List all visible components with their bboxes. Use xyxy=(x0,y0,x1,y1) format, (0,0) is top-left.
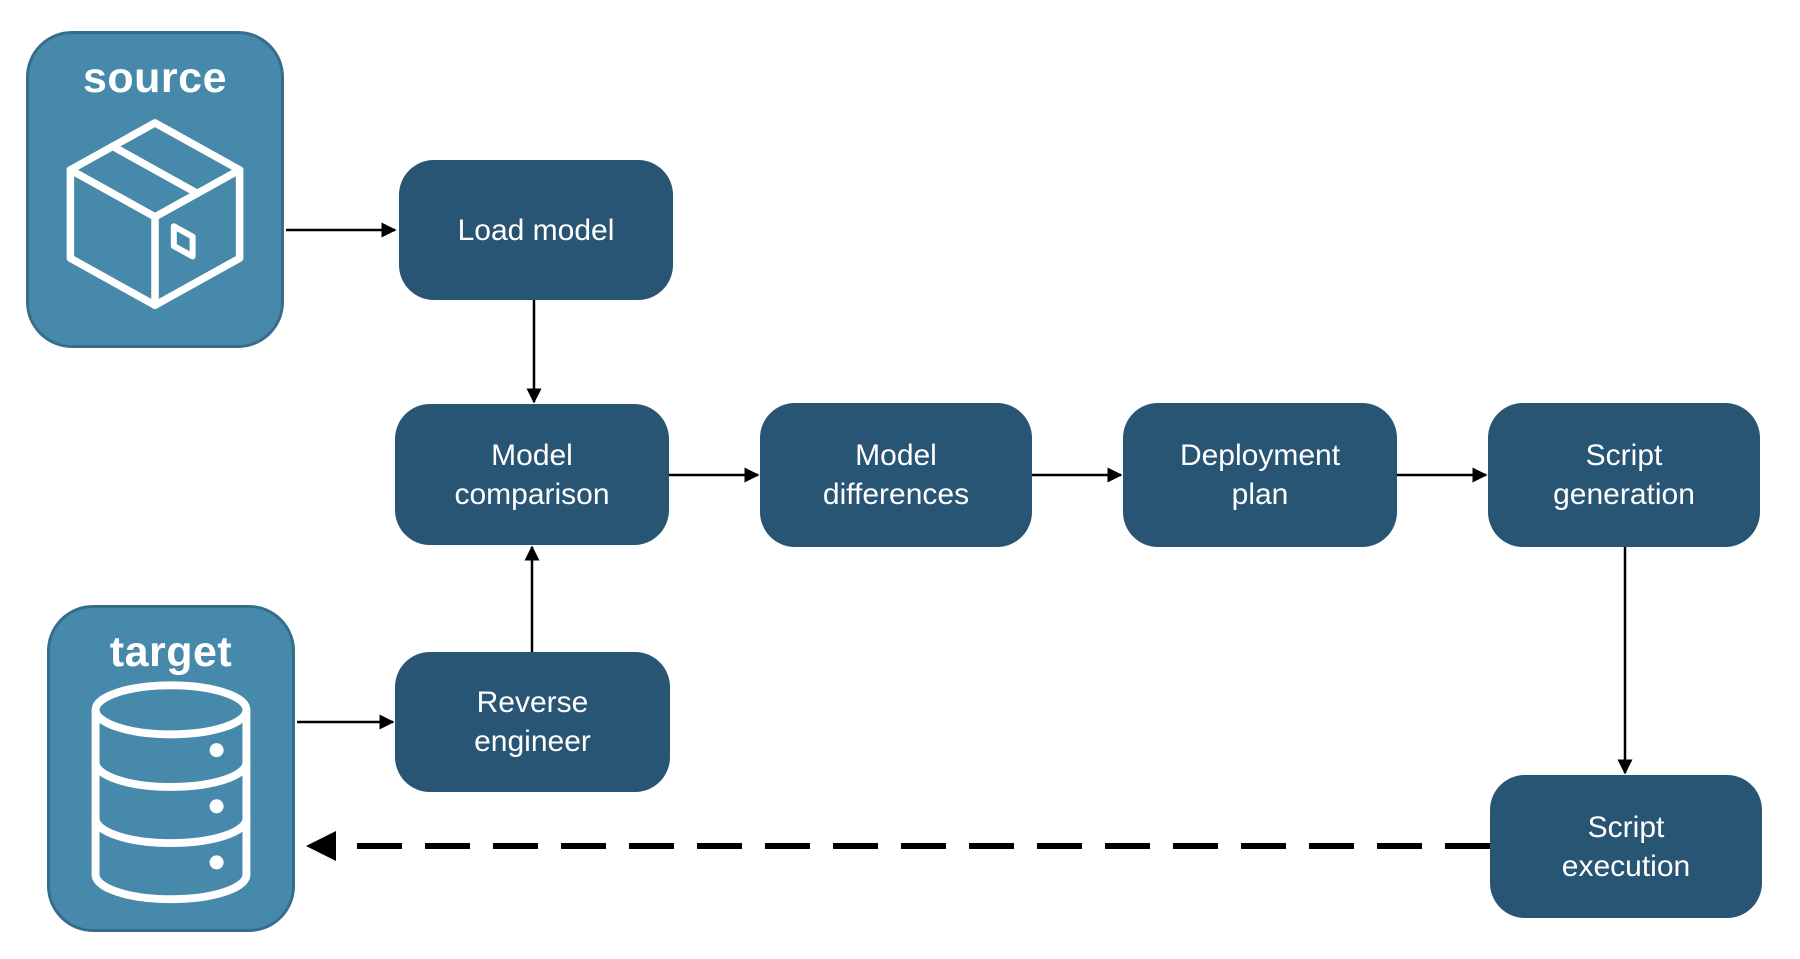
package-icon-wrap xyxy=(41,103,269,327)
node-script-execution: Script execution xyxy=(1490,775,1762,918)
node-target: target xyxy=(47,605,295,932)
node-model-differences: Model differences xyxy=(760,403,1032,547)
database-icon-wrap xyxy=(62,677,280,911)
node-source-label: source xyxy=(82,54,227,102)
node-load-model: Load model xyxy=(399,160,673,300)
node-deployment-plan: Deployment plan xyxy=(1123,403,1397,547)
node-target-label: target xyxy=(109,628,233,676)
node-model-differences-label: Model differences xyxy=(822,439,970,511)
node-script-execution-label: Script execution xyxy=(1561,810,1691,883)
node-model-comparison-label: Model comparison xyxy=(454,438,610,511)
node-reverse-engineer: Reverse engineer xyxy=(395,652,670,792)
node-script-generation: Script generation xyxy=(1488,403,1760,547)
node-source: source xyxy=(26,31,284,348)
node-script-generation-label: Script generation xyxy=(1553,439,1695,511)
node-model-comparison: Model comparison xyxy=(395,404,669,545)
node-deployment-plan-label: Deployment plan xyxy=(1179,439,1341,511)
database-icon xyxy=(91,681,251,904)
package-icon xyxy=(66,119,244,309)
node-load-model-label: Load model xyxy=(457,213,615,247)
node-reverse-engineer-label: Reverse engineer xyxy=(474,686,591,758)
